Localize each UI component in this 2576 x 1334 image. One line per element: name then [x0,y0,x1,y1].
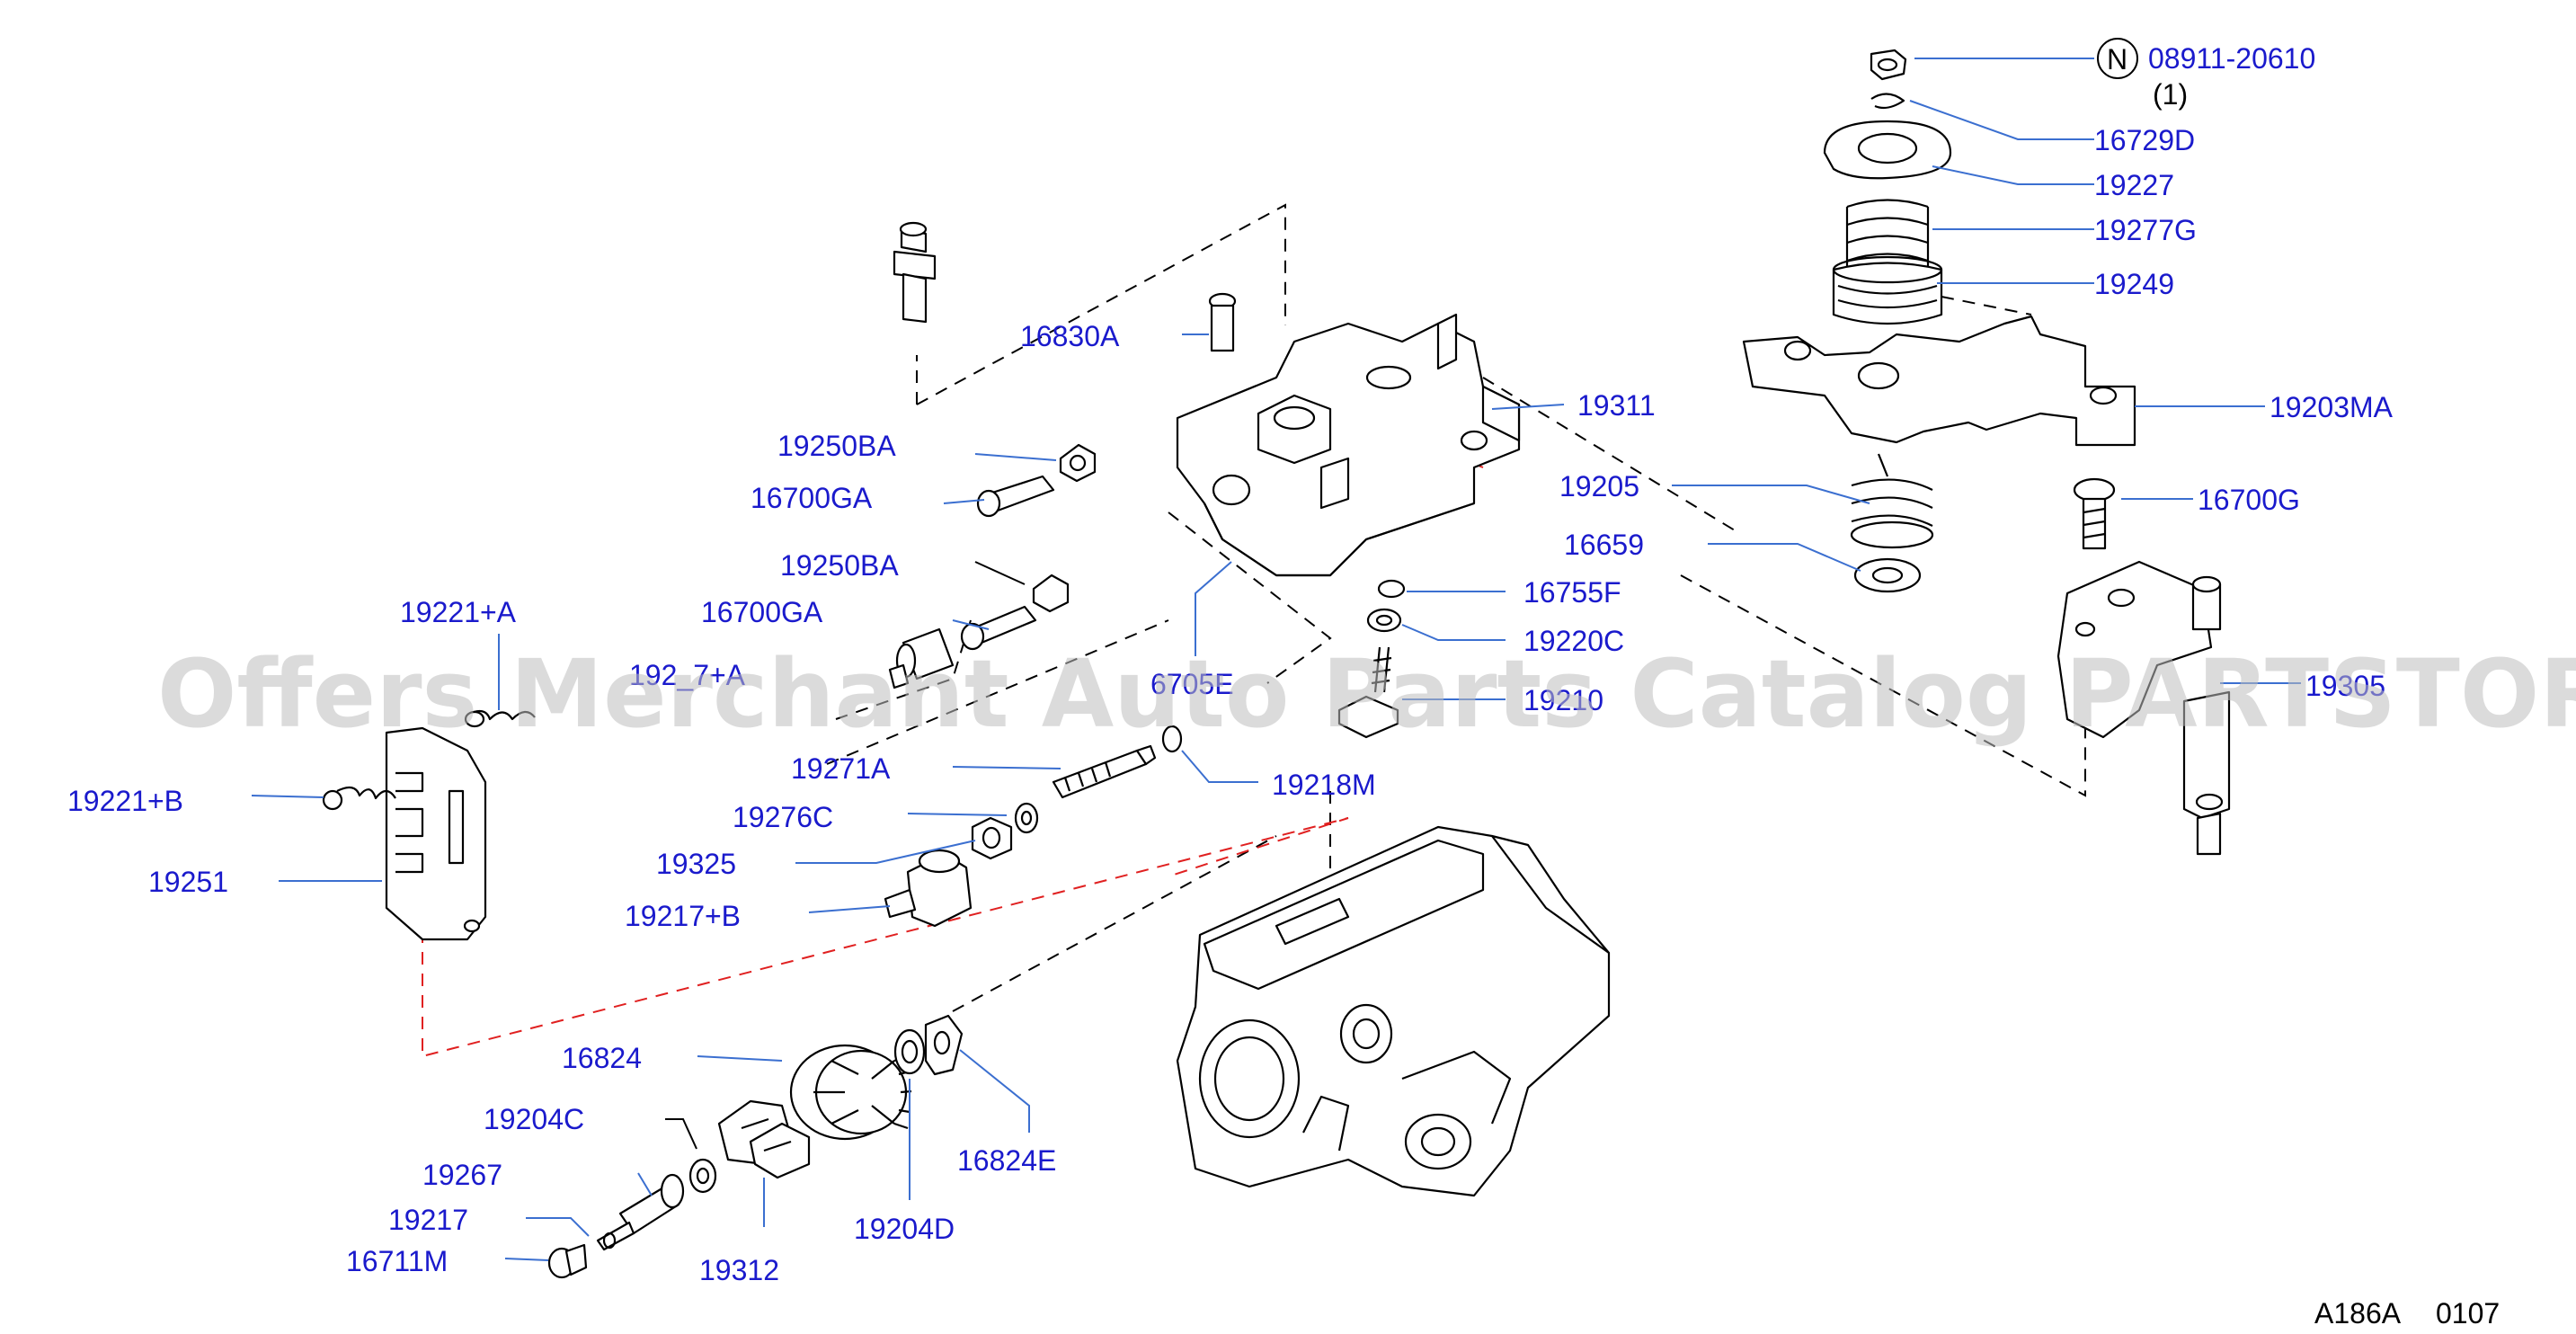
label-19312[interactable]: 19312 [699,1254,779,1286]
label-19221A[interactable]: 19221+A [400,596,517,628]
label-08911-20610[interactable]: 08911-20610 [2148,42,2315,75]
weight-holder-16824-drawing [789,1044,912,1141]
screw-16830A-drawing [1208,292,1237,352]
nut-08911-drawing [1870,49,1907,81]
label-19204C[interactable]: 19204C [484,1103,584,1135]
label-19218M[interactable]: 19218M [1272,769,1376,801]
label-19217[interactable]: 19217 [388,1204,468,1236]
label-16659[interactable]: 16659 [1564,529,1644,561]
label-16700G[interactable]: 16700G [2198,484,2300,516]
bolt-16700GA-1-drawing [976,475,1055,518]
label-19250BA-1[interactable]: 19250BA [777,430,896,462]
lever-19305-drawing [2056,560,2231,856]
label-16824E[interactable]: 16824E [957,1144,1056,1177]
bolt-top-drawing [893,221,937,324]
label-19271A[interactable]: 19271A [791,752,891,785]
label-19204D[interactable]: 19204D [854,1213,955,1245]
label-19276C[interactable]: 19276C [733,801,833,833]
leader-lines [251,58,2301,1261]
spring-19249-drawing [1832,255,1943,325]
label-16700GA-1[interactable]: 16700GA [751,482,873,514]
label-19210[interactable]: 19210 [1523,684,1603,716]
spring-seat-19227-drawing [1823,120,1952,180]
screw-16700G-drawing [2073,477,2116,550]
label-16705E[interactable]: 6705E [1150,668,1234,700]
label-16700GA-2[interactable]: 16700GA [701,596,823,628]
cover-housing-drawing [1176,313,1521,577]
footer-code: A186A [2314,1297,2402,1330]
pin-19217-drawing [596,1221,635,1251]
label-16824[interactable]: 16824 [562,1042,642,1074]
label-16830A[interactable]: 16830A [1020,320,1120,352]
label-19305[interactable]: 19305 [2305,670,2385,702]
governor-lever-19251-drawing [385,726,487,941]
washer-19276C-drawing [1014,802,1039,834]
lever-19203MA-drawing [1742,315,2136,447]
spring-19221B-drawing [322,786,396,811]
label-16711M[interactable]: 16711M [346,1245,448,1277]
spring-19277G-drawing [1845,199,1930,270]
label-19311[interactable]: 19311 [1577,389,1656,422]
plug-19217B-drawing [884,849,973,928]
pump-housing-drawing [1176,825,1611,1197]
pin-19271A-drawing [1052,744,1157,799]
flyweights-19312-drawing [717,1099,811,1179]
spring-19221A-drawing [464,709,536,728]
gasket-16824E-drawing [924,1014,964,1076]
shim-19204D-drawing [893,1028,926,1075]
label-16729D[interactable]: 16729D [2094,124,2195,156]
label-19249[interactable]: 19249 [2094,268,2174,300]
bolt-16700GA-2-drawing [960,605,1037,651]
nut-19250BA-2-drawing [1032,574,1070,613]
label-19220C[interactable]: 19220C [1523,625,1624,657]
label-19325[interactable]: 19325 [656,848,736,880]
washer-16659-drawing [1853,557,1922,593]
label-19205[interactable]: 19205 [1559,470,1639,502]
washer-19204C-drawing [688,1158,717,1194]
label-19277G[interactable]: 19277G [2094,214,2197,246]
label-19221B[interactable]: 19221+B [67,785,183,817]
spring-19205-drawing [1850,453,1934,549]
assembly-dashed-lines [422,203,2086,1058]
note-symbol: N [2107,43,2127,76]
cap-16711M-drawing [547,1243,588,1279]
nut-19250BA-1-drawing [1059,443,1097,483]
footer-number: 0107 [2436,1297,2500,1330]
label-19217B[interactable]: 19217+B [625,900,741,932]
oring-19218M-drawing [1161,725,1183,753]
label-19251[interactable]: 19251 [148,866,228,898]
label-19267[interactable]: 19267 [422,1159,502,1191]
label-19250BA-2[interactable]: 19250BA [780,549,899,582]
label-19227[interactable]: 19227 [2094,169,2174,201]
nut-19325-drawing [971,816,1013,860]
watermark: Offers Merchant Auto Parts Catalog PARTS… [157,639,2576,749]
plug-19217A-drawing [888,627,955,689]
note-marker: N [2097,38,2138,79]
clip-16729D-drawing [1870,93,1905,110]
label-16755F[interactable]: 16755F [1523,576,1621,609]
label-19217A[interactable]: 192_7+A [629,659,746,691]
oring-16755F-drawing [1377,579,1406,599]
washer-19220C-drawing [1366,608,1402,633]
label-note-qty: (1) [2153,78,2188,111]
label-19203MA[interactable]: 19203MA [2270,391,2394,423]
pin-19210-drawing [1337,646,1399,739]
